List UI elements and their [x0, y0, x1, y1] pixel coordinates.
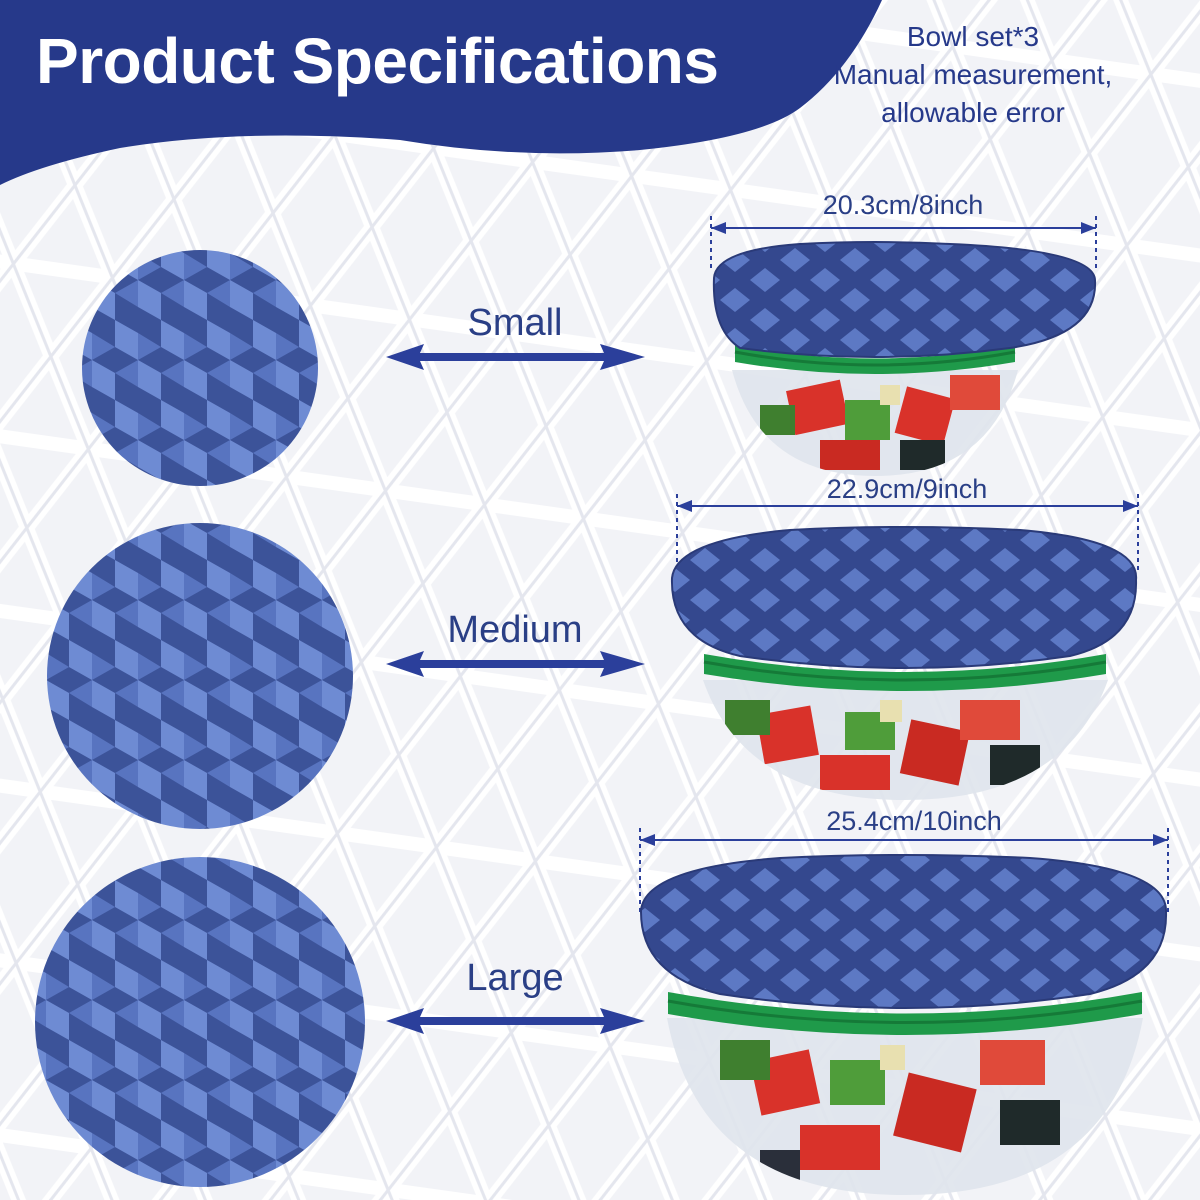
spec-note-line: allowable error	[881, 97, 1065, 128]
dimension-arrow-icon	[639, 828, 1169, 915]
small-cover-disk	[82, 250, 318, 486]
spec-note: Bowl set*3 Manual measurement, allowable…	[808, 18, 1138, 132]
dimension-label-small: 20.3cm/8inch	[822, 190, 984, 220]
medium-covered-bowl	[670, 526, 1138, 800]
medium-cover-disk	[47, 523, 353, 829]
dimension-arrow-icon	[676, 494, 1139, 570]
double-arrow-icon	[386, 651, 645, 677]
size-label-small: Small	[467, 302, 563, 344]
header-banner	[0, 0, 882, 185]
size-label-medium: Medium	[447, 609, 583, 651]
double-arrow-icon	[386, 344, 645, 370]
large-cover-disk	[35, 857, 365, 1187]
spec-note-line: Manual measurement,	[833, 59, 1113, 90]
size-label-large: Large	[466, 957, 564, 999]
dimension-label-large: 25.4cm/10inch	[826, 806, 1002, 836]
double-arrow-icon	[386, 1008, 645, 1034]
dimension-label-medium: 22.9cm/9inch	[826, 474, 988, 504]
spec-note-line: Bowl set*3	[906, 21, 1040, 52]
page-title: Product Specifications	[36, 25, 719, 97]
small-covered-bowl	[712, 241, 1097, 476]
dimension-arrow-icon	[710, 216, 1097, 268]
large-covered-bowl	[639, 854, 1168, 1195]
